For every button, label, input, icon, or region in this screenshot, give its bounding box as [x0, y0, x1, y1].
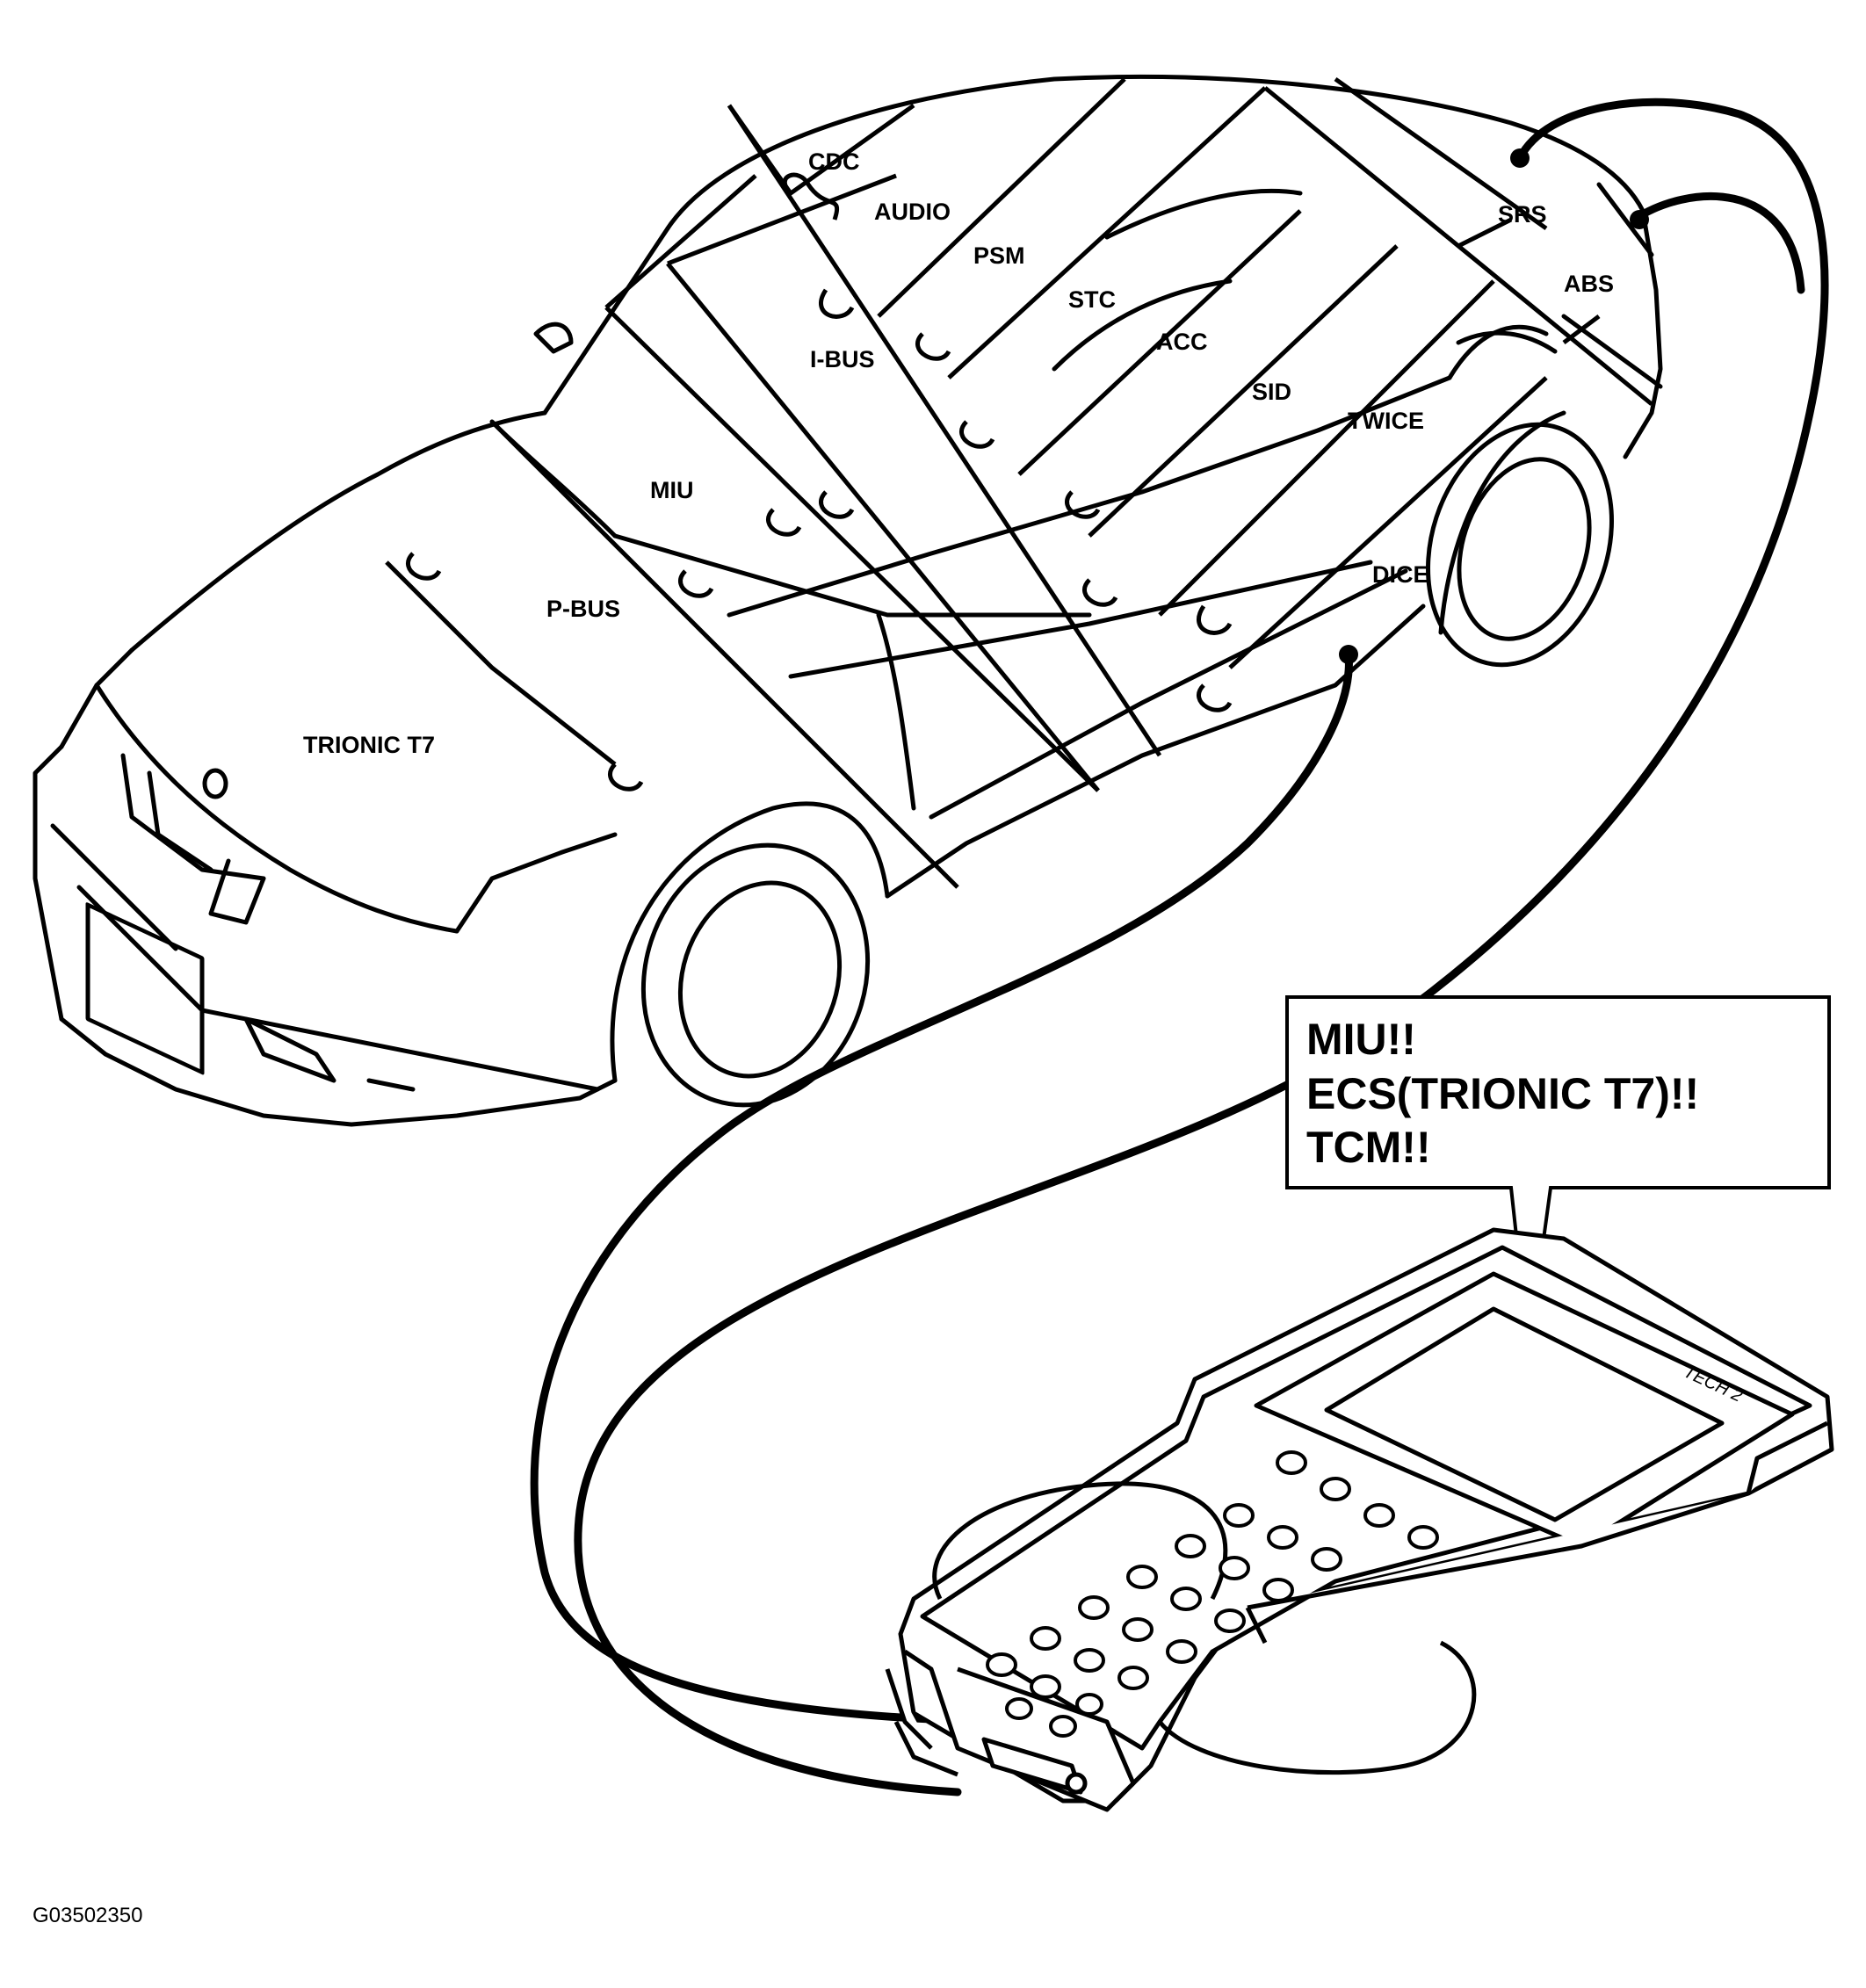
keypad-key	[1175, 1534, 1206, 1558]
figure-id: G03502350	[33, 1904, 142, 1927]
module-label-cdc: CDC	[808, 148, 860, 175]
keypad-key	[1262, 1578, 1294, 1602]
keypad-key	[1122, 1617, 1154, 1642]
tech2-keypad	[986, 1450, 1439, 1738]
keypad-key	[1049, 1715, 1077, 1738]
keypad-key	[1214, 1608, 1246, 1633]
module-label-pbus: P-BUS	[546, 596, 620, 622]
module-label-miu: MIU	[650, 477, 694, 503]
keypad-key	[1166, 1639, 1197, 1664]
diagnostic-cables	[530, 98, 1829, 1796]
tech2-tool	[885, 1227, 1834, 1812]
module-label-sid: SID	[1252, 379, 1291, 405]
module-label-stc: STC	[1068, 286, 1116, 313]
module-label-trionic: TRIONIC T7	[303, 732, 435, 758]
callout-line-ecs: ECS(TRIONIC T7)!!	[1306, 1069, 1699, 1118]
keypad-key	[1078, 1595, 1110, 1620]
keypad-key	[1320, 1477, 1351, 1501]
keypad-key	[1117, 1666, 1149, 1690]
module-label-twice: TWICE	[1348, 408, 1424, 434]
keypad-key	[1363, 1503, 1395, 1528]
keypad-key	[1267, 1525, 1298, 1550]
module-labels: CDC AUDIO PSM STC ACC SRS ABS I-BUS SID …	[303, 148, 1614, 758]
keypad-key	[1219, 1556, 1250, 1580]
keypad-key	[1075, 1693, 1103, 1716]
car-body	[33, 74, 1663, 1127]
callout-box: MIU!! ECS(TRIONIC T7)!! TCM!!	[1285, 995, 1831, 1349]
cable-connection-points	[1339, 148, 1649, 664]
module-label-ibus: I-BUS	[810, 346, 875, 372]
keypad-key	[986, 1652, 1017, 1677]
network-puzzle-grid	[385, 76, 1653, 889]
module-label-psm: PSM	[973, 242, 1025, 269]
module-label-srs: SRS	[1498, 201, 1547, 228]
module-label-abs: ABS	[1564, 271, 1614, 297]
callout-line-tcm: TCM!!	[1306, 1123, 1431, 1172]
module-label-dice: DICE	[1372, 561, 1429, 588]
keypad-key	[1407, 1525, 1439, 1550]
keypad-key	[1276, 1450, 1307, 1475]
keypad-key	[1005, 1697, 1033, 1720]
keypad-key	[1030, 1674, 1061, 1699]
callout-line-miu: MIU!!	[1306, 1015, 1416, 1064]
keypad-key	[1311, 1547, 1342, 1572]
module-label-acc: ACC	[1156, 329, 1208, 355]
keypad-key	[1170, 1587, 1202, 1611]
module-label-audio: AUDIO	[874, 199, 951, 225]
keypad-key	[1223, 1503, 1255, 1528]
keypad-key	[1030, 1626, 1061, 1651]
keypad-key	[1074, 1648, 1105, 1673]
keypad-key	[1126, 1565, 1158, 1589]
